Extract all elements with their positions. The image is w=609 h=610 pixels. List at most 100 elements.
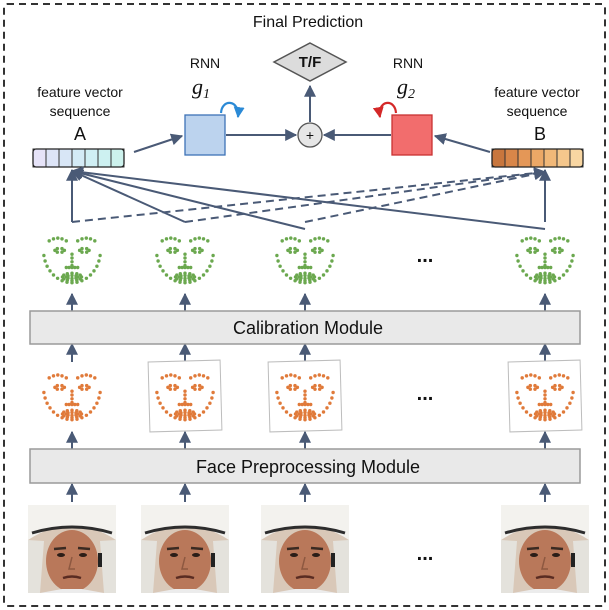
landmark-point bbox=[161, 406, 165, 410]
landmark-point bbox=[70, 256, 74, 260]
landmark-point bbox=[175, 248, 180, 253]
rnn-g1-symbol: g1 bbox=[192, 74, 210, 102]
landmark-point bbox=[188, 239, 193, 243]
landmark-point bbox=[183, 397, 187, 401]
landmark-point bbox=[284, 273, 289, 277]
landmark-point bbox=[303, 260, 307, 264]
landmark-point bbox=[77, 385, 82, 390]
landmark-point bbox=[191, 414, 195, 418]
green-landmark-face bbox=[515, 236, 575, 285]
landmark-point bbox=[528, 276, 533, 281]
landmark-point bbox=[313, 246, 317, 251]
landmark-point bbox=[317, 373, 322, 377]
landmark-point bbox=[97, 396, 101, 400]
landmark-point bbox=[78, 277, 82, 281]
ellipsis-photo-row: ... bbox=[417, 543, 434, 565]
landmark-point bbox=[303, 410, 307, 415]
landmark-point bbox=[190, 248, 195, 253]
landmark-point bbox=[168, 387, 173, 391]
landmark-point bbox=[197, 276, 202, 281]
landmark-point bbox=[93, 376, 97, 380]
landmark-point bbox=[539, 274, 543, 278]
landmark-point bbox=[557, 276, 562, 281]
landmark-point bbox=[551, 277, 555, 281]
landmark-point bbox=[186, 265, 190, 270]
landmark-point bbox=[179, 274, 183, 278]
landmark-point bbox=[321, 237, 326, 241]
landmark-point bbox=[521, 406, 525, 410]
landmark-point bbox=[543, 413, 547, 418]
landmark-point bbox=[547, 274, 551, 278]
landmark-point bbox=[561, 237, 566, 241]
landmark-point bbox=[62, 410, 66, 414]
landmark-point bbox=[84, 387, 89, 391]
landmark-point bbox=[548, 265, 553, 270]
landmark-point bbox=[306, 265, 310, 270]
landmark-point bbox=[553, 246, 557, 251]
landmark-point bbox=[183, 276, 187, 281]
landmark-point bbox=[55, 246, 60, 251]
preprocessing-arrows bbox=[66, 430, 551, 502]
landmark-point bbox=[188, 402, 193, 407]
landmark-point bbox=[200, 248, 204, 253]
landmark-point bbox=[293, 383, 297, 388]
landmark-point bbox=[557, 387, 562, 391]
landmark-point bbox=[166, 248, 170, 253]
landmark-point bbox=[308, 376, 313, 380]
landmark-point bbox=[87, 248, 91, 253]
landmark-point bbox=[175, 273, 179, 277]
landmark-point bbox=[62, 248, 67, 253]
landmark-point bbox=[515, 390, 519, 395]
landmark-point bbox=[524, 237, 529, 241]
landmark-point bbox=[60, 383, 64, 388]
preprocessing-module-label: Face Preprocessing Module bbox=[196, 457, 420, 477]
seq-a-cell bbox=[97, 148, 112, 168]
landmark-point bbox=[188, 265, 193, 270]
landmark-point bbox=[161, 269, 165, 273]
landmark-point bbox=[197, 383, 202, 388]
green-landmark-face bbox=[275, 236, 335, 285]
landmark-point bbox=[183, 260, 187, 264]
landmark-point bbox=[160, 376, 164, 380]
landmark-point bbox=[168, 250, 173, 254]
landmark-point bbox=[311, 414, 315, 418]
landmark-point bbox=[60, 250, 64, 254]
landmark-point bbox=[183, 413, 187, 418]
rnn-g2-symbol: g2 bbox=[397, 74, 415, 102]
landmark-point bbox=[543, 389, 547, 393]
landmark-point bbox=[75, 402, 80, 407]
landmark-point bbox=[303, 276, 307, 281]
landmark-point bbox=[303, 413, 307, 418]
raw-landmark-row bbox=[42, 359, 583, 433]
landmark-point bbox=[48, 269, 52, 273]
landmark-point bbox=[313, 250, 317, 254]
landmark-point bbox=[206, 376, 210, 380]
landmark-point bbox=[278, 401, 282, 405]
landmark-point bbox=[289, 373, 293, 377]
landmark-point bbox=[62, 273, 66, 277]
landmark-point bbox=[321, 273, 326, 277]
landmark-point bbox=[557, 250, 562, 254]
landmark-point bbox=[93, 239, 97, 243]
landmark-point bbox=[313, 374, 317, 378]
landmark-point bbox=[300, 402, 304, 407]
landmark-point bbox=[164, 273, 169, 277]
landmark-point bbox=[570, 396, 574, 400]
landmark-point bbox=[70, 273, 74, 278]
orange-landmark-face bbox=[515, 373, 575, 422]
landmark-point bbox=[193, 374, 197, 378]
landmark-point bbox=[299, 411, 303, 415]
landmark-point bbox=[201, 273, 206, 277]
landmark-point bbox=[64, 376, 69, 380]
landmark-point bbox=[300, 265, 304, 270]
landmark-point bbox=[313, 387, 317, 391]
landmark-point bbox=[289, 236, 293, 240]
seq-b-cell bbox=[543, 148, 558, 168]
landmark-point bbox=[516, 259, 520, 263]
landmark-point bbox=[524, 273, 529, 277]
landmark-point bbox=[286, 385, 290, 390]
landmark-point bbox=[80, 237, 84, 241]
landmark-point bbox=[560, 385, 564, 390]
landmark-point bbox=[55, 413, 60, 418]
